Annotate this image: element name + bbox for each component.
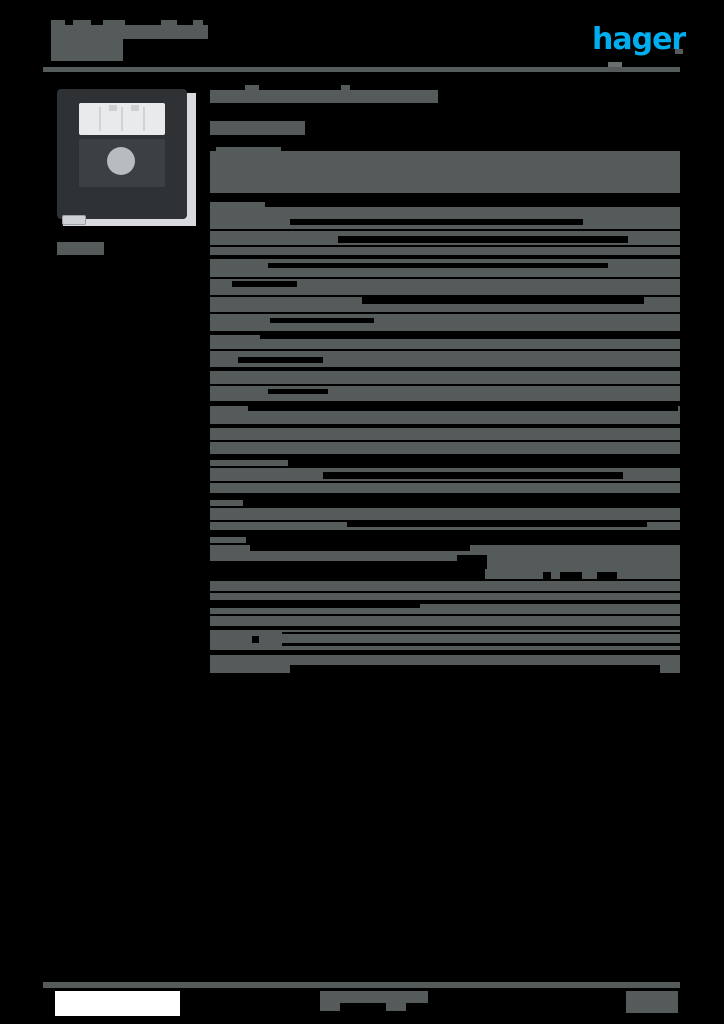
product-push-button-icon	[107, 147, 135, 175]
leader-dot	[597, 572, 617, 580]
title-fragment	[73, 20, 91, 25]
footer-center-subtext	[320, 1003, 340, 1011]
table-row	[210, 604, 680, 626]
footer-center-subtext-2	[386, 1003, 406, 1011]
footer-page-number	[626, 991, 678, 1013]
intro-marker	[245, 85, 259, 90]
logo-wordmark: hager	[592, 22, 686, 57]
title-fragment	[103, 20, 125, 25]
hager-logo: hager	[592, 22, 686, 57]
table-row	[210, 537, 680, 600]
table-row	[210, 500, 680, 530]
title-line-1-text	[51, 25, 208, 39]
lens-segment-icon	[109, 105, 117, 111]
table-row	[210, 202, 680, 255]
leader-dot	[560, 572, 582, 580]
content-column	[210, 85, 680, 673]
title-fragment	[161, 20, 177, 25]
intro-block	[210, 85, 680, 135]
product-body	[57, 89, 187, 219]
spec-heading-marker	[216, 147, 281, 151]
logo-trademark-icon	[675, 49, 683, 54]
product-reference	[210, 121, 305, 135]
specification-table	[210, 202, 680, 673]
page-title	[43, 14, 680, 62]
product-description	[210, 90, 438, 103]
lens-segment-icon	[131, 105, 139, 111]
header-divider	[43, 67, 680, 72]
title-line-1	[51, 20, 219, 39]
title-fragment	[51, 20, 65, 25]
product-image-caption	[57, 242, 104, 255]
header-divider-marker	[608, 62, 622, 67]
title-fragment	[193, 20, 203, 25]
table-row	[210, 406, 680, 424]
sensor-lens-icon	[79, 103, 165, 135]
table-row	[210, 630, 680, 650]
table-row	[210, 371, 680, 401]
footer-center-text	[320, 991, 428, 1003]
intro-marker	[341, 85, 350, 90]
title-line-2	[51, 38, 123, 61]
product-image	[57, 89, 196, 255]
table-row	[210, 259, 680, 331]
page-footer	[43, 982, 680, 1022]
footer-divider	[43, 982, 680, 988]
product-mounting-clip-icon	[62, 215, 86, 225]
table-row	[210, 655, 680, 673]
bullet-icon	[252, 636, 259, 643]
table-row	[210, 428, 680, 454]
leader-dot	[543, 572, 551, 580]
page-header	[43, 14, 680, 74]
footer-logo	[55, 991, 180, 1016]
table-row	[210, 460, 680, 493]
spec-section-heading	[210, 147, 680, 193]
table-row	[210, 335, 680, 367]
